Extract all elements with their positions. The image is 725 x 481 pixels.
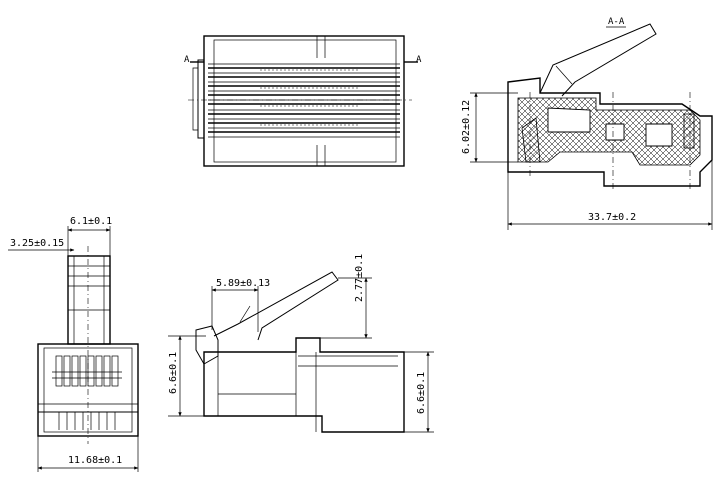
section-latch-arm — [539, 23, 657, 97]
side-latch-offset-label: 5.89±0.13 — [216, 278, 270, 289]
section-view: A-A 6.02±0.12 33.7±0.2 — [461, 17, 713, 230]
front-lower-contacts — [58, 412, 116, 430]
front-top-width-label: 6.1±0.1 — [70, 216, 112, 227]
top-view-contact-dots — [260, 69, 360, 126]
cut-mark-left: A — [184, 55, 190, 65]
front-body-outline — [37, 343, 139, 437]
side-nose — [195, 325, 219, 365]
section-cavity-2 — [605, 123, 625, 141]
top-view-left-ear — [197, 59, 204, 139]
top-view-inner-outline — [213, 39, 397, 163]
side-latch-height-label: 2.77±0.1 — [354, 254, 365, 302]
front-view: 6.1±0.1 3.25±0.15 11.68±0.1 — [8, 216, 139, 472]
section-body-outline — [507, 77, 713, 187]
side-latch-hinge — [239, 305, 251, 323]
section-cavity-1 — [547, 107, 591, 133]
side-body-outline — [203, 337, 405, 433]
front-bottom-width-label: 11.68±0.1 — [68, 455, 122, 466]
side-view: 5.89±0.13 2.77±0.1 6.6±0.1 6.6±0.1 — [168, 254, 434, 433]
section-length-label: 33.7±0.2 — [588, 212, 636, 223]
top-view-left-ear-inner — [192, 67, 198, 131]
top-view-contacts — [208, 63, 400, 138]
front-contacts — [52, 355, 122, 387]
section-height-label: 6.02±0.12 — [461, 100, 472, 154]
section-cavity-3 — [645, 123, 673, 147]
cut-mark-right: A — [416, 55, 422, 65]
top-view-outline — [203, 35, 405, 167]
section-latch-hinge — [555, 65, 573, 85]
top-view: A A — [184, 35, 422, 167]
side-right-height-label: 6.6±0.1 — [416, 372, 427, 414]
side-latch-arm — [213, 271, 339, 341]
section-contact-blade — [521, 117, 541, 163]
section-label: A-A — [608, 17, 625, 27]
side-left-height-label: 6.6±0.1 — [168, 352, 179, 394]
front-tab-width-label: 3.25±0.15 — [10, 238, 64, 249]
section-end-block — [683, 113, 695, 149]
